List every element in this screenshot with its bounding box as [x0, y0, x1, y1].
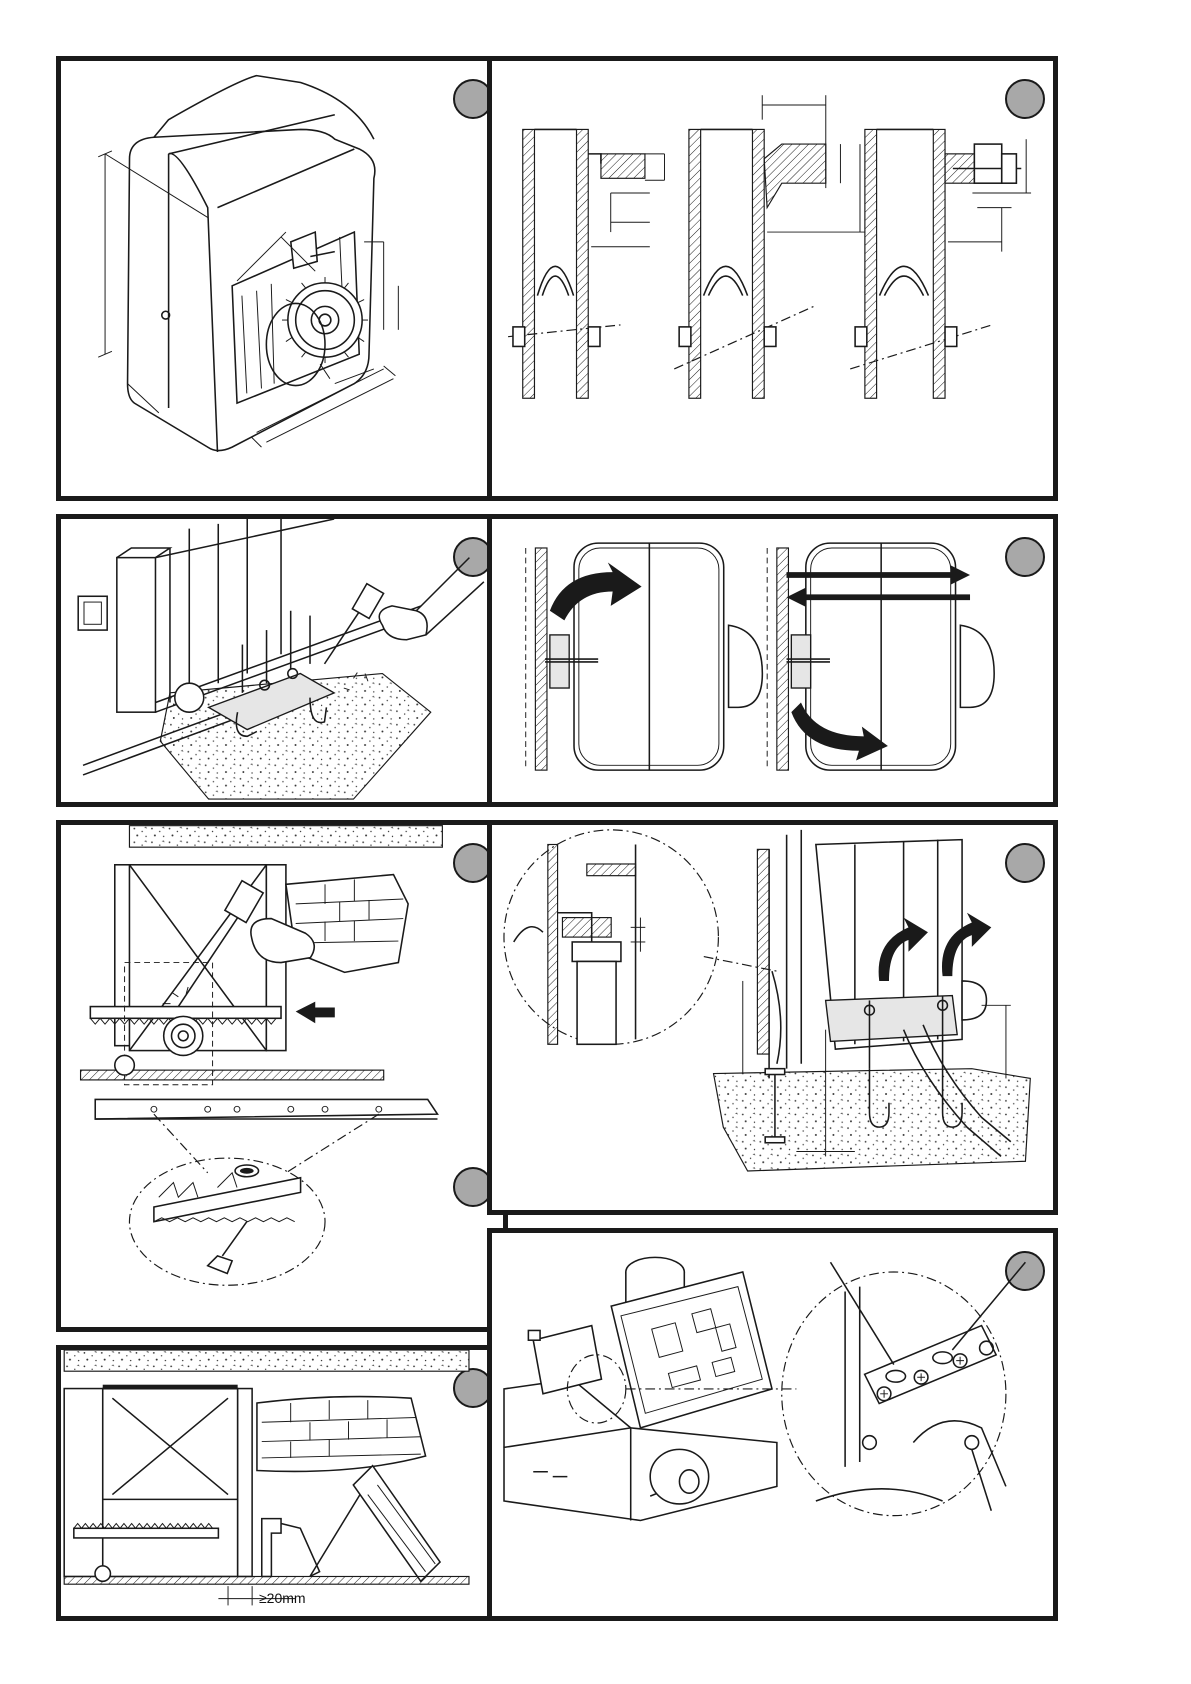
figure-8-limit-switch-clearance: ≥20mm [56, 1345, 508, 1621]
figure-9-control-board-cable-clamp [487, 1228, 1058, 1621]
figure-3-base-plate-installation [56, 514, 508, 807]
motor-right [767, 543, 994, 770]
control-board-drawing [492, 1233, 1053, 1616]
motor-dimensions-drawing [61, 61, 503, 496]
figure-5-6-rack-fixing [56, 820, 508, 1332]
limit-switch-drawing [61, 1350, 503, 1616]
pinion-adjustment-drawing [492, 519, 1053, 802]
rack-fixing-drawing [61, 825, 503, 1327]
base-plate-drawing [61, 519, 503, 802]
clearance-dimension-label: ≥20mm [259, 1590, 306, 1606]
figure-4-pinion-adjustment [487, 514, 1058, 807]
figure-7-motor-base-section [487, 820, 1058, 1215]
section-b [674, 95, 865, 398]
section-a [508, 129, 664, 398]
section-c [850, 129, 1031, 398]
motor-left [526, 543, 763, 770]
figure-1-motor-dimensions [56, 56, 508, 501]
rack-sections-drawing [492, 61, 1053, 496]
motor-base-section-drawing [492, 825, 1053, 1210]
figure-2-rack-mounting-sections [487, 56, 1058, 501]
